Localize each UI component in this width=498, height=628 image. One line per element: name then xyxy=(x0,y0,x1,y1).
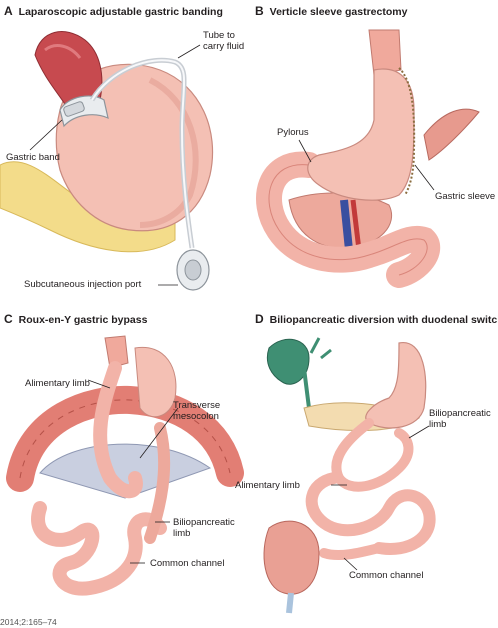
label-biliopancreatic-limb-c: Biliopancreatic limb xyxy=(173,517,235,539)
label-gastric-band: Gastric band xyxy=(6,152,60,163)
label-common-channel-c: Common channel xyxy=(150,558,225,569)
panel-a: A Laparoscopic adjustable gastric banding… xyxy=(0,0,249,305)
label-alimentary-limb-d: Alimentary limb xyxy=(235,480,300,491)
remnant-stomach xyxy=(134,346,177,418)
common-channel-d xyxy=(319,543,384,561)
label-subcutaneous-injection-port: Subcutaneous injection port xyxy=(24,279,142,290)
panel-a-title: A Laparoscopic adjustable gastric banding xyxy=(4,4,223,18)
sleeve-gastrectomy-illustration xyxy=(256,29,480,288)
label-tube-to-carry-fluid: Tube to carry fluid xyxy=(203,30,245,52)
small-bowel xyxy=(31,501,167,596)
staple-line xyxy=(398,67,416,196)
alimentary-limb-d xyxy=(305,472,436,555)
stomach-shade xyxy=(139,77,199,228)
panel-b-title-text: Verticle sleeve gastrectomy xyxy=(269,6,408,18)
label-biliopancreatic-limb-d: Biliopancreatic limb xyxy=(429,408,491,430)
panel-b: B Verticle sleeve gastrectomy Pylorus Gas… xyxy=(249,0,498,305)
bile-duct xyxy=(302,367,311,409)
esophagus-b xyxy=(368,29,402,76)
duodenal-switch-illustration xyxy=(263,337,436,614)
panel-b-title: B Verticle sleeve gastrectomy xyxy=(255,4,407,18)
label-gastric-sleeve: Gastric sleeve xyxy=(435,191,496,202)
label-pylorus: Pylorus xyxy=(277,127,309,138)
sleeve-stomach-d xyxy=(365,342,427,429)
panel-c: C Roux-en-Y gastric bypass Alimentary lim… xyxy=(0,308,249,617)
panel-a-letter: A xyxy=(4,4,13,18)
panel-a-title-text: Laparoscopic adjustable gastric banding xyxy=(18,6,223,18)
citation-footer: 2014;2:165–74 xyxy=(0,617,57,627)
label-common-channel-d: Common channel xyxy=(349,570,424,581)
vessel-blue xyxy=(340,199,353,251)
gastric-sleeve xyxy=(307,68,415,201)
gastric-band xyxy=(59,95,109,128)
label-transverse-mesocolon: Transverse mesocolon xyxy=(173,400,221,422)
alimentary-limb xyxy=(93,361,143,499)
panel-c-title-text: Roux-en-Y gastric bypass xyxy=(18,314,148,326)
biliopancreatic-limb xyxy=(144,422,171,544)
panel-c-title: C Roux-en-Y gastric bypass xyxy=(4,312,147,326)
panel-d-letter: D xyxy=(255,312,264,326)
panel-c-letter: C xyxy=(4,312,13,326)
gastric-pouch xyxy=(104,335,129,369)
label-alimentary-limb: Alimentary limb xyxy=(25,378,90,389)
panel-d-title: D Biliopancreatic diversion with duodenal… xyxy=(255,312,498,326)
gastric-banding-illustration xyxy=(0,31,214,291)
esophagus xyxy=(34,31,103,113)
roux-en-y-illustration xyxy=(6,335,244,596)
vessel-red xyxy=(350,199,362,251)
panel-b-letter: B xyxy=(255,4,264,18)
cecum xyxy=(263,520,320,595)
biliopancreatic-limb-d xyxy=(331,418,414,492)
spleen xyxy=(423,108,480,161)
panel-d: D Biliopancreatic diversion with duodenal… xyxy=(235,308,498,617)
gallbladder xyxy=(266,338,310,385)
panel-d-title-text: Biliopancreatic diversion with duodenal … xyxy=(269,314,498,326)
